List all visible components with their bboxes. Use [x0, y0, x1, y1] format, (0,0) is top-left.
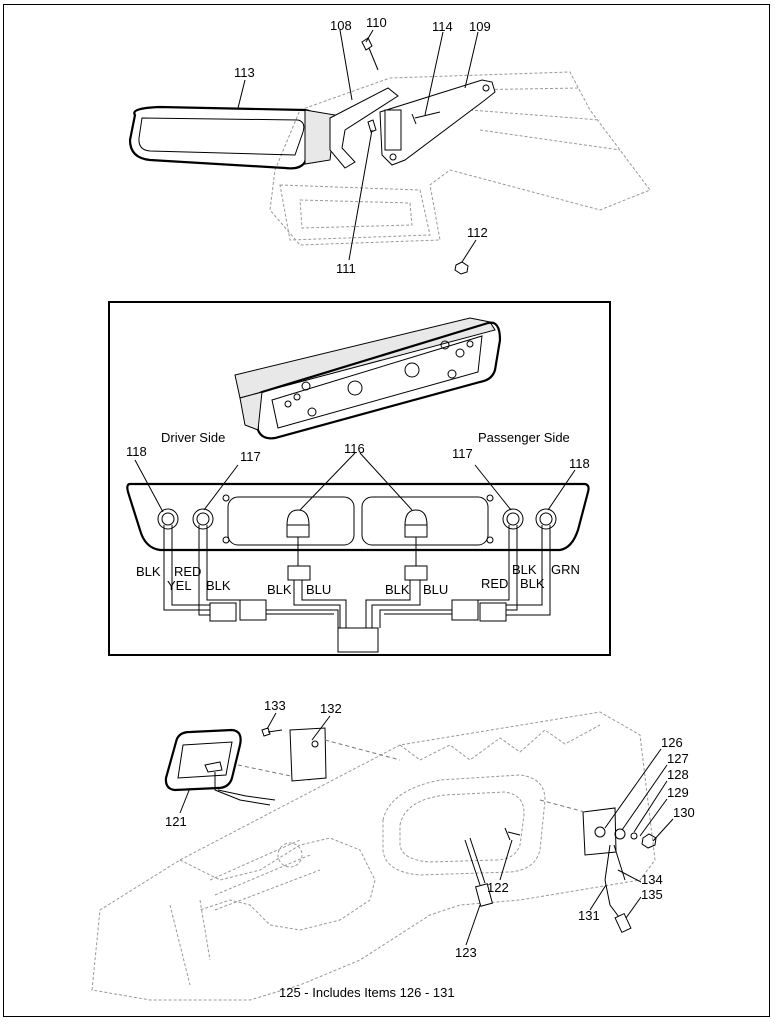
wire-red-1: RED: [174, 564, 201, 579]
wire-grn: GRN: [551, 562, 580, 577]
callout-131: 131: [578, 908, 600, 923]
footer-note: 125 - Includes Items 126 - 131: [279, 985, 455, 1000]
callout-112: 112: [467, 225, 488, 240]
wire-red-2: RED: [481, 576, 508, 591]
dash-install-illustration: [91, 711, 674, 1001]
wire-yel: YEL: [167, 578, 192, 593]
label-driver-side: Driver Side: [161, 430, 225, 445]
callout-130: 130: [673, 805, 695, 820]
label-passenger-side: Passenger Side: [478, 430, 570, 445]
wiring-harness: [163, 525, 551, 653]
callout-109: 109: [469, 19, 491, 34]
wire-blk-2: BLK: [206, 578, 231, 593]
mirror-assembly-illustration: [128, 29, 651, 275]
callout-128: 128: [667, 767, 689, 782]
callout-117-right: 117: [452, 446, 473, 461]
wire-blk-6: BLK: [520, 576, 545, 591]
callout-123: 123: [455, 945, 477, 960]
callout-121: 121: [165, 814, 187, 829]
callout-110: 110: [366, 15, 387, 30]
wire-blk-1: BLK: [136, 564, 161, 579]
callout-114: 114: [432, 19, 453, 34]
light-housing-rear-view: [126, 482, 590, 552]
page-border: [3, 4, 770, 1017]
wire-blk-5: BLK: [512, 562, 537, 577]
callout-134: 134: [641, 872, 663, 887]
callout-122: 122: [487, 880, 509, 895]
callout-111: 111: [336, 261, 356, 276]
light-housing-perspective: [234, 317, 502, 440]
wire-blk-3: BLK: [267, 582, 292, 597]
wire-blk-4: BLK: [385, 582, 410, 597]
wire-blu-1: BLU: [306, 582, 331, 597]
callout-127: 127: [667, 751, 689, 766]
callout-117-left: 117: [240, 449, 261, 464]
callout-118-right: 118: [569, 456, 590, 471]
callout-126: 126: [661, 735, 683, 750]
wire-blu-2: BLU: [423, 582, 448, 597]
callout-133: 133: [264, 698, 286, 713]
callout-118-left: 118: [126, 444, 147, 459]
callout-113: 113: [234, 65, 255, 80]
callout-135: 135: [641, 887, 663, 902]
callout-129: 129: [667, 785, 689, 800]
callout-132: 132: [320, 701, 342, 716]
callout-116: 116: [344, 441, 365, 456]
callout-108: 108: [330, 18, 352, 33]
